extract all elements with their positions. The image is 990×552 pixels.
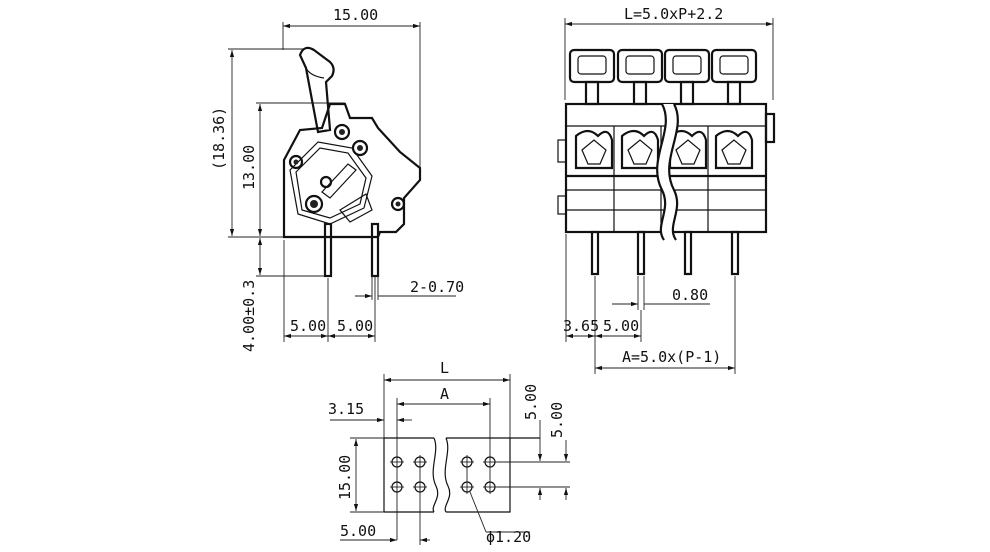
front-length-label: L=5.0xP+2.2: [624, 5, 723, 23]
footprint-row-pitch-label-2: 5.00: [548, 402, 566, 438]
side-body-height-label: 13.00: [240, 145, 258, 190]
side-pitch-label-1: 5.00: [290, 317, 326, 335]
side-total-height-label: (18.36): [210, 107, 228, 170]
footprint-row-pitch-label: 5.00: [522, 384, 540, 420]
lever-group: [568, 48, 758, 106]
side-pitch-label-2: 5.00: [337, 317, 373, 335]
footprint-holes: [390, 455, 497, 494]
side-width-label: 15.00: [333, 6, 378, 24]
side-pin-size-label: 2-0.70: [410, 278, 464, 296]
front-span-label: A=5.0x(P-1): [622, 348, 721, 366]
footprint-length-label: L: [440, 359, 449, 377]
footprint-edge-offset-label: 3.15: [328, 400, 364, 418]
front-view: L=5.0xP+2.2: [557, 5, 776, 374]
front-pin-width-label: 0.80: [672, 286, 708, 304]
footprint-span-label: A: [440, 385, 449, 403]
side-view: 15.00 (18.36) 13.00 4.00±0.3: [210, 6, 464, 352]
front-pitch-label: 5.00: [603, 317, 639, 335]
footprint-col-pitch-label: 5.00: [340, 522, 376, 540]
side-pin-length-label: 4.00±0.3: [240, 280, 258, 352]
pcb-footprint: L A 3.15: [328, 359, 570, 546]
footprint-height-label: 15.00: [336, 455, 354, 500]
front-offset-label: 3.65: [563, 317, 599, 335]
footprint-hole-label: ϕ1.20: [486, 528, 531, 546]
